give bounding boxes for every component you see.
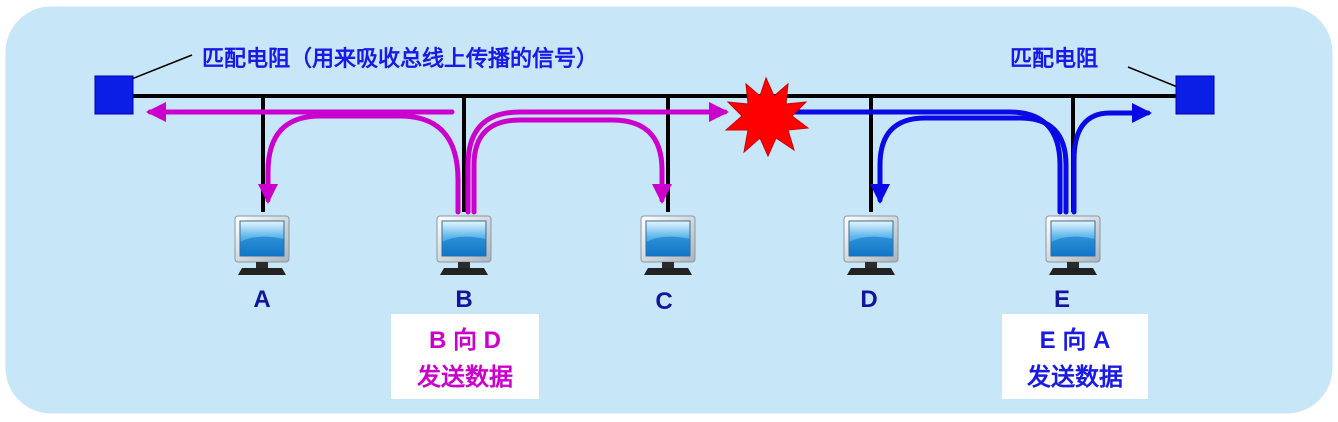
b-note-line1: B 向 D (429, 326, 501, 354)
terminator-left (94, 75, 134, 115)
b-signal-arrows (146, 102, 729, 215)
b-note-line2: 发送数据 (416, 363, 513, 391)
b-signal-to-a (258, 113, 461, 215)
station-label-d: D (860, 286, 877, 313)
e-signal-to-right-end (1071, 103, 1152, 215)
b-note-box (391, 314, 539, 399)
terminator-label-right: 匹配电阻 (1010, 46, 1098, 71)
b-signal-to-right (465, 102, 729, 215)
station-label-e: E (1054, 286, 1070, 313)
e-signal-arrows (792, 103, 1152, 215)
terminator-right (1175, 75, 1215, 115)
e-note-box (1002, 314, 1148, 399)
e-signal-to-d (870, 115, 1069, 215)
station-label-a: A (253, 286, 270, 313)
e-note-line1: E 向 A (1040, 326, 1111, 354)
e-note-line2: 发送数据 (1026, 363, 1123, 391)
terminator-label-left: 匹配电阻（用来吸收总线上传播的信号） (202, 46, 598, 71)
collision-burst-icon (724, 76, 810, 158)
station-label-b: B (455, 286, 472, 313)
b-signal-to-c (471, 117, 672, 215)
station-label-c: C (655, 288, 672, 315)
